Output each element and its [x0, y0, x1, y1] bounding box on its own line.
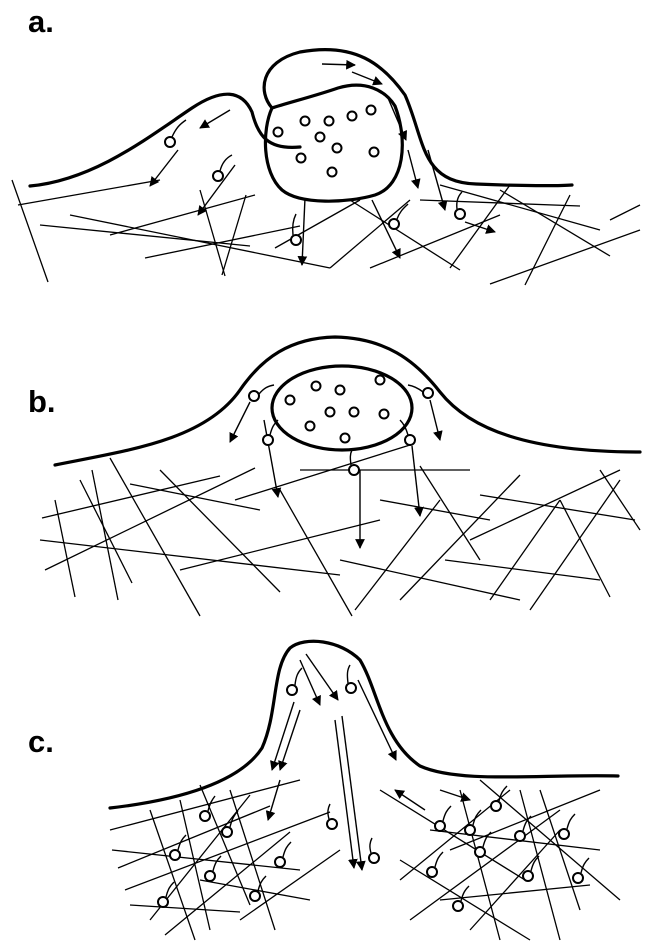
panel-a	[12, 50, 640, 285]
panel-b-myosin-motors	[249, 385, 433, 475]
panel-c-myosin-motors	[158, 665, 589, 911]
panel-b-actin-network	[40, 445, 640, 616]
panel-a-membrane	[30, 50, 572, 202]
panel-a-vesicles	[274, 106, 379, 177]
panel-c	[110, 641, 620, 940]
panel-b-membrane	[55, 337, 640, 465]
panel-b-vesicles	[286, 376, 389, 443]
panel-b	[40, 337, 640, 616]
panel-c-membrane	[110, 641, 618, 808]
panel-a-actin-network	[12, 180, 640, 285]
panel-c-actin-network	[110, 780, 620, 940]
panel-c-flow-arrows	[268, 654, 470, 870]
